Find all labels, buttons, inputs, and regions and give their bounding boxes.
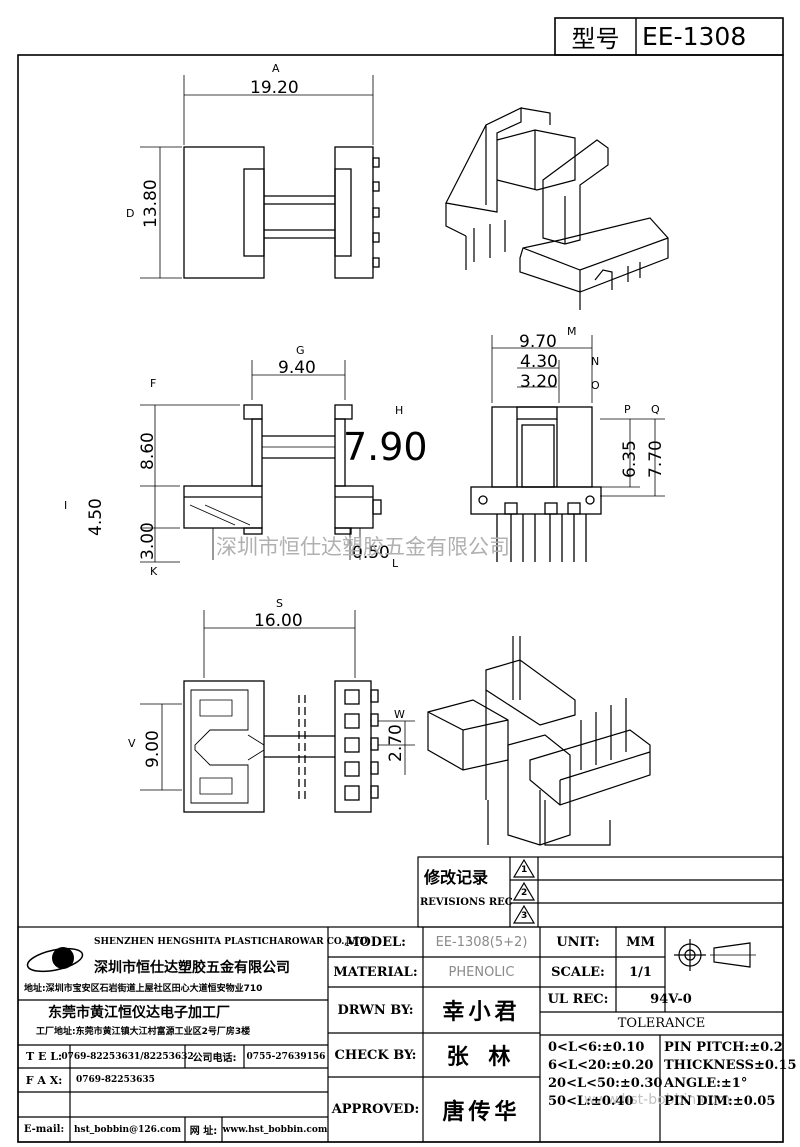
dim-letter-s: S bbox=[276, 597, 283, 610]
check-value: 张 林 bbox=[446, 1045, 517, 1070]
dim-letter-o: O bbox=[591, 379, 600, 392]
side-view bbox=[470, 406, 602, 562]
revision-mark-3: 3 bbox=[521, 911, 528, 921]
scale-label: SCALE: bbox=[551, 964, 605, 980]
tolerance-4: 50<L:±0.40 bbox=[548, 1094, 634, 1109]
model-label: MODEL: bbox=[345, 934, 406, 950]
ul-label: UL REC: bbox=[547, 992, 609, 1007]
company-logo bbox=[26, 947, 84, 973]
iso-view-top bbox=[445, 107, 669, 310]
dim-letter-d: D bbox=[126, 207, 135, 220]
revisions-title-en: REVISIONS REC bbox=[420, 897, 513, 908]
dim-letter-h: H bbox=[395, 404, 404, 417]
approved-label: APPROVED: bbox=[331, 1102, 420, 1117]
iso-view-bottom bbox=[427, 636, 651, 846]
dim-value-s: 16.00 bbox=[254, 611, 303, 631]
tolerance-1: 0<L<6:±0.10 bbox=[548, 1040, 645, 1055]
email-value: hst_bobbin@126.com bbox=[73, 1124, 182, 1135]
web-value: www.hst_bobbin.com bbox=[222, 1124, 328, 1135]
fax-label: F A X: bbox=[25, 1073, 63, 1087]
type-value: EE-1308 bbox=[642, 22, 747, 51]
company-phone-label: 公司电话: bbox=[192, 1053, 237, 1064]
company-name-cn: 深圳市恒仕达塑胶五金有限公司 bbox=[94, 960, 290, 976]
company-name-en: SHENZHEN HENGSHITA PLASTICHAROWAR CO.,LT… bbox=[94, 937, 368, 947]
spec-3: ANGLE:±1° bbox=[664, 1076, 748, 1091]
dim-value-k: 3.00 bbox=[138, 522, 158, 560]
spec-4: PIN DIM:±0.05 bbox=[664, 1094, 776, 1109]
company-phone-value: 0755-27639156 bbox=[246, 1051, 326, 1062]
tel-label: T E L: bbox=[25, 1050, 63, 1063]
ul-value: 94V-0 bbox=[650, 992, 692, 1007]
type-box bbox=[554, 17, 784, 56]
logo-disk bbox=[52, 947, 74, 969]
revision-mark-1: 1 bbox=[521, 865, 528, 875]
dim-letter-v: V bbox=[128, 737, 136, 750]
dim-value-h: 7.90 bbox=[343, 425, 428, 469]
dim-letter-p: P bbox=[624, 403, 631, 416]
revision-mark-2: 2 bbox=[521, 888, 528, 898]
watermark: 深圳市恒仕达塑胶五金有限公司 bbox=[216, 535, 510, 559]
check-label: CHECK BY: bbox=[334, 1047, 417, 1063]
dim-value-p: 6.35 bbox=[620, 440, 640, 478]
dim-value-q: 7.70 bbox=[646, 440, 666, 478]
approved-value: 唐传华 bbox=[442, 1099, 521, 1125]
dim-value-m: 9.70 bbox=[519, 332, 557, 352]
dim-letter-l: L bbox=[392, 557, 399, 570]
dim-value-i: 4.50 bbox=[86, 498, 106, 536]
dim-letter-k: K bbox=[150, 565, 158, 578]
dim-value-n: 4.30 bbox=[520, 352, 558, 372]
material-label: MATERIAL: bbox=[333, 964, 418, 980]
dim-value-d: 13.80 bbox=[141, 179, 161, 228]
type-label: 型号 bbox=[571, 25, 620, 53]
tolerance-3: 20<L<50:±0.30 bbox=[548, 1076, 663, 1091]
spec-1: PIN PITCH:±0.2 bbox=[664, 1040, 783, 1055]
factory-name: 东莞市黄江恒仪达电子加工厂 bbox=[48, 1005, 230, 1021]
unit-value: MM bbox=[626, 934, 655, 950]
tolerance-2: 6<L<20:±0.20 bbox=[548, 1058, 654, 1073]
drawn-value: 幸小君 bbox=[442, 1000, 521, 1025]
fax-value: 0769-82253635 bbox=[76, 1075, 155, 1085]
tel-value: 0769-82253631/82253632 bbox=[61, 1051, 194, 1062]
dim-letter-m: M bbox=[567, 325, 577, 338]
dim-value-a: 19.20 bbox=[250, 78, 299, 98]
web-label: 网 址: bbox=[189, 1126, 218, 1137]
model-value: EE-1308(5+2) bbox=[435, 934, 528, 950]
unit-label: UNIT: bbox=[556, 934, 600, 950]
factory-address: 工厂地址:东莞市黄江镇大江村富源工业区2号厂房3楼 bbox=[36, 1027, 251, 1037]
revision-triangles bbox=[512, 858, 536, 924]
dim-letter-w: W bbox=[394, 708, 405, 721]
scale-value: 1/1 bbox=[629, 964, 652, 980]
top-view bbox=[183, 146, 380, 279]
dim-value-f: 8.60 bbox=[138, 432, 158, 470]
dim-value-w: 2.70 bbox=[386, 724, 406, 762]
revisions-title-cn: 修改记录 bbox=[424, 868, 489, 887]
dim-letter-q: Q bbox=[651, 403, 660, 416]
projection-symbol bbox=[674, 939, 756, 971]
dim-letter-a: A bbox=[272, 62, 280, 75]
dim-value-l: 0.50 bbox=[352, 543, 390, 563]
material-value: PHENOLIC bbox=[448, 964, 515, 980]
dim-value-g: 9.40 bbox=[278, 358, 316, 378]
front-view bbox=[183, 404, 382, 560]
spec-2: THICKNESS±0.15 bbox=[664, 1058, 797, 1073]
dim-letter-n: N bbox=[591, 355, 600, 368]
company-address: 地址:深圳市宝安区石岩街道上屋社区田心大道恒安物业710 bbox=[24, 984, 263, 994]
dim-value-o: 3.20 bbox=[520, 372, 558, 392]
watermark-url: www.hst-bobbin.com bbox=[584, 1092, 731, 1108]
email-label: E-mail: bbox=[23, 1124, 65, 1135]
bottom-view bbox=[183, 680, 379, 813]
dim-letter-i: I bbox=[64, 499, 68, 512]
dim-letter-g: G bbox=[296, 344, 305, 357]
dim-letter-f: F bbox=[150, 377, 157, 390]
tolerance-label: TOLERANCE bbox=[617, 1016, 706, 1031]
dim-value-v: 9.00 bbox=[143, 730, 163, 768]
drawn-label: DRWN BY: bbox=[337, 1002, 414, 1018]
